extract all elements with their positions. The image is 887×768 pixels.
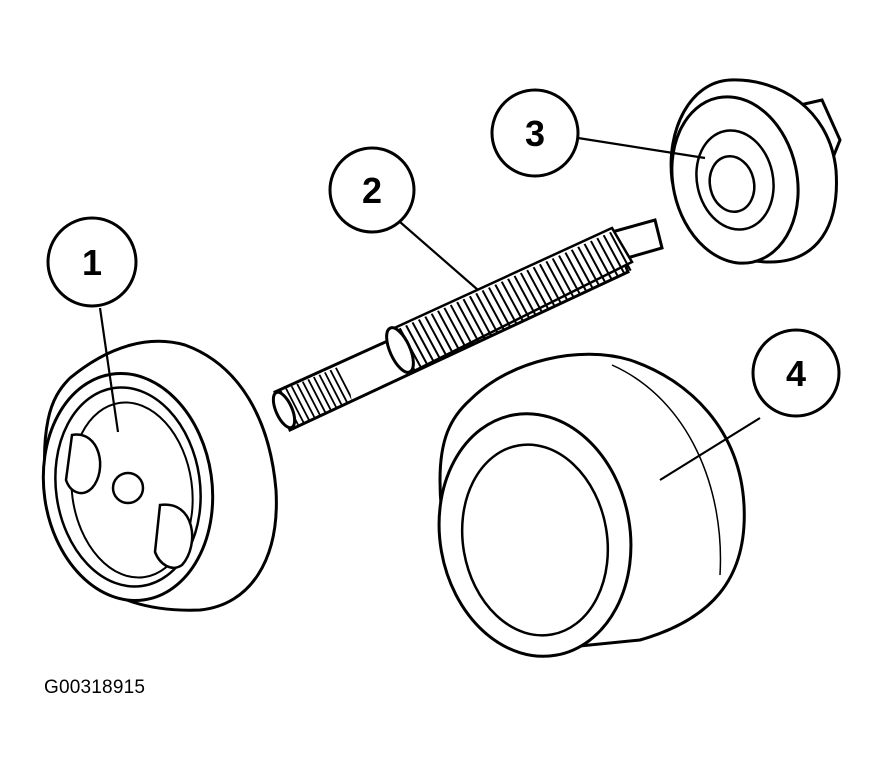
- leader-lines: [98, 136, 761, 481]
- figure-id-label: G00318915: [44, 677, 146, 698]
- part-1-adapter-cup: [41, 339, 278, 612]
- callout-4: 4: [751, 328, 841, 418]
- callout-1-label: 1: [82, 242, 102, 283]
- callout-1: 1: [46, 216, 138, 308]
- callout-3-label: 3: [525, 113, 545, 154]
- callout-2-label: 2: [362, 170, 382, 211]
- part-2-threaded-spindle: [271, 218, 664, 433]
- part-4-receiver-sleeve: [437, 352, 746, 658]
- part-3-thrust-washer: [669, 78, 842, 265]
- callout-4-label: 4: [786, 353, 806, 394]
- callout-2: 2: [328, 146, 416, 234]
- callout-3: 3: [490, 88, 580, 178]
